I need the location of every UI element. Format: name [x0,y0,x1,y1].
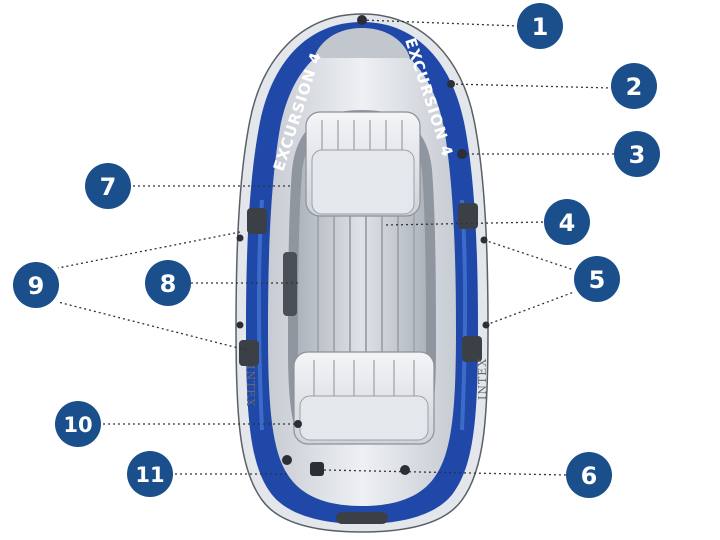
maker-right: INTEX [476,358,489,400]
callout-2-label: 2 [626,73,643,101]
rear-inflatable-seat [293,351,435,445]
callout-9: 9 [13,262,59,308]
callout-2: 2 [611,63,657,109]
callout-7-label: 7 [100,173,117,201]
callout-8: 8 [145,260,191,306]
leader-lines [57,19,614,476]
bow-panel [314,28,410,58]
callout-1-label: 1 [532,13,549,41]
oar-holder [283,252,297,316]
leader-2 [450,83,613,89]
callout-6: 6 [566,452,612,498]
drain-plug [310,462,324,476]
leader-9a [57,231,241,269]
leader-5a [483,239,575,271]
valve-stern-right [400,465,410,475]
callout-5: 5 [574,256,620,302]
callout-4: 4 [544,199,590,245]
leader-4 [385,221,546,226]
callout-7: 7 [85,163,131,209]
callout-11-label: 11 [135,463,164,487]
leader-5b [485,291,575,326]
callout-8-label: 8 [160,270,177,298]
oarlock-left-front [247,208,267,234]
stern-grab-handle [336,512,388,524]
callout-6-label: 6 [581,462,598,490]
floor-ribs [317,215,415,355]
callout-5-label: 5 [589,266,606,294]
callout-4-label: 4 [559,209,576,237]
callout-11: 11 [127,451,173,497]
maker-left: INTEX [244,365,257,407]
oarlock-right-rear [462,336,482,362]
front-inflatable-seat [305,111,421,217]
callout-3: 3 [614,131,660,177]
callout-10: 10 [55,401,101,447]
oarlock-left-rear [239,340,259,366]
leader-9b [57,301,247,351]
callout-10-label: 10 [63,413,92,437]
callout-1: 1 [517,3,563,49]
valve-stern-left [282,455,292,465]
oarlock-right-front [458,203,478,229]
leader-1 [361,19,519,27]
inflatable-boat: EXCURSION 4 EXCURSION 4 INTEX INTEX [235,13,490,533]
callout-9-label: 9 [28,272,45,300]
leader-6 [323,469,567,476]
callout-3-label: 3 [629,141,646,169]
